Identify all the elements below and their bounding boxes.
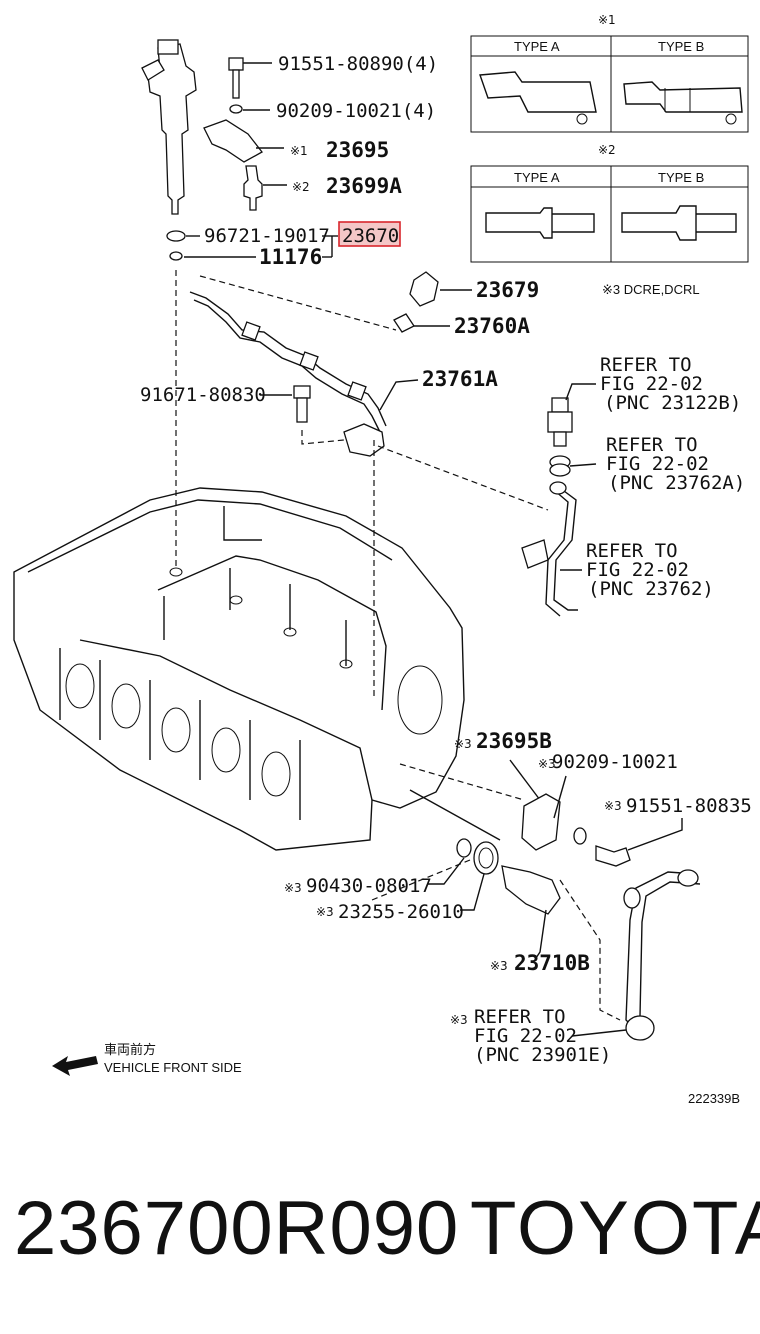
table2-type-a: TYPE A xyxy=(514,170,560,185)
table2-mark: ※2 xyxy=(598,143,616,157)
label-91671-80830: 91671-80830 xyxy=(140,384,266,406)
label-90209-10021-4: 90209-10021(4) xyxy=(276,100,436,122)
refer-23762: REFER TO FIG 22-02 (PNC 23762) xyxy=(586,540,714,600)
front-arrow-icon xyxy=(52,1056,98,1076)
stud-type-a-icon xyxy=(485,207,595,239)
nut-23762A-drawing xyxy=(549,455,571,477)
ref3-line3: (PNC 23762) xyxy=(588,578,714,600)
refer-23901E: REFER TO FIG 22-02 (PNC 23901E) xyxy=(474,1006,611,1066)
bolt-drawing xyxy=(228,57,244,114)
mark-3e: ※3 xyxy=(316,905,334,919)
ref3-line2: FIG 22-02 xyxy=(586,559,689,581)
label-90430-08017: 90430-08017 xyxy=(306,875,432,897)
mark-3f: ※3 xyxy=(490,959,508,973)
mark-3c: ※3 xyxy=(604,799,622,813)
mark-1: ※1 xyxy=(290,144,308,158)
ref4-line3: (PNC 23901E) xyxy=(474,1044,611,1066)
label-23695B: 23695B xyxy=(476,729,552,753)
clamp-type-a-icon xyxy=(479,71,597,113)
ref2-line3: (PNC 23762A) xyxy=(608,472,745,494)
dcre-note: ※3 DCRE,DCRL xyxy=(602,282,700,297)
ref2-line2: FIG 22-02 xyxy=(606,453,709,475)
bolt-91671-drawing xyxy=(293,385,311,423)
seal-drawing xyxy=(473,841,499,875)
bolt-91551-80835-drawing xyxy=(595,845,631,867)
footer-brand: TOYOTA xyxy=(470,1186,760,1271)
footer-part-number: 236700R090 xyxy=(14,1186,460,1271)
ref1-line2: FIG 22-02 xyxy=(600,373,703,395)
mark-3a: ※3 xyxy=(454,737,472,751)
clamp-drawing xyxy=(203,119,263,163)
bracket-23695B-drawing xyxy=(521,793,561,851)
sensor-23710B-drawing xyxy=(501,865,561,915)
label-91551-80835: 91551-80835 xyxy=(626,795,752,817)
label-23710B: 23710B xyxy=(514,951,590,975)
ref2-line1: REFER TO xyxy=(606,434,698,456)
stud-type-b-icon xyxy=(621,205,737,241)
mark-3d: ※3 xyxy=(284,881,302,895)
front-label-jp: 車両前方 xyxy=(104,1042,156,1057)
mark-2: ※2 xyxy=(292,180,310,194)
banjo-bolt-drawing xyxy=(409,271,439,307)
ref4-line2: FIG 22-02 xyxy=(474,1025,577,1047)
label-23699A: 23699A xyxy=(326,174,402,198)
figure-id: 222339B xyxy=(688,1091,740,1106)
label-23255-26010: 23255-26010 xyxy=(338,901,464,923)
ref3-line1: REFER TO xyxy=(586,540,678,562)
table1-mark: ※1 xyxy=(598,13,616,27)
ref4-line1: REFER TO xyxy=(474,1006,566,1028)
label-90209-10021: 90209-10021 xyxy=(552,751,678,773)
table1-type-b: TYPE B xyxy=(658,39,704,54)
ref1-line1: REFER TO xyxy=(600,354,692,376)
fitting-23122B-drawing xyxy=(547,397,573,447)
highlighted-part-box xyxy=(338,221,401,247)
clip-drawing xyxy=(393,313,415,333)
label-23679: 23679 xyxy=(476,278,539,302)
type-table-2: ※2 TYPE A TYPE B xyxy=(470,143,749,263)
pipe-23901E-drawing xyxy=(623,869,701,1041)
refer-23762A: REFER TO FIG 22-02 (PNC 23762A) xyxy=(606,434,745,494)
pipe-23762-drawing xyxy=(521,481,578,617)
washer-drawing xyxy=(573,827,587,845)
table2-type-b: TYPE B xyxy=(658,170,704,185)
label-96721-19017: 96721-19017 xyxy=(204,225,330,247)
label-23670-highlighted[interactable]: 23670 xyxy=(342,225,399,247)
front-label-en: VEHICLE FRONT SIDE xyxy=(104,1060,242,1075)
table1-type-a: TYPE A xyxy=(514,39,560,54)
label-23695: 23695 xyxy=(326,138,389,162)
injector-drawing xyxy=(141,39,197,261)
gasket-drawing xyxy=(456,838,472,858)
label-23760A: 23760A xyxy=(454,314,530,338)
label-91551-80890: 91551-80890(4) xyxy=(278,53,438,75)
ref1-line3: (PNC 23122B) xyxy=(604,392,741,414)
engine-block-drawing xyxy=(13,487,501,851)
refer-23122B: REFER TO FIG 22-02 (PNC 23122B) xyxy=(600,354,741,414)
clamp-type-b-icon xyxy=(623,81,743,113)
leak-pipe-drawing xyxy=(189,291,387,457)
stud-drawing xyxy=(243,165,263,211)
type-table-1: ※1 TYPE A TYPE B xyxy=(470,13,749,133)
label-23761A: 23761A xyxy=(422,367,498,391)
label-11176: 11176 xyxy=(259,245,322,269)
mark-3b: ※3 xyxy=(538,757,556,771)
mark-3g: ※3 xyxy=(450,1013,468,1027)
